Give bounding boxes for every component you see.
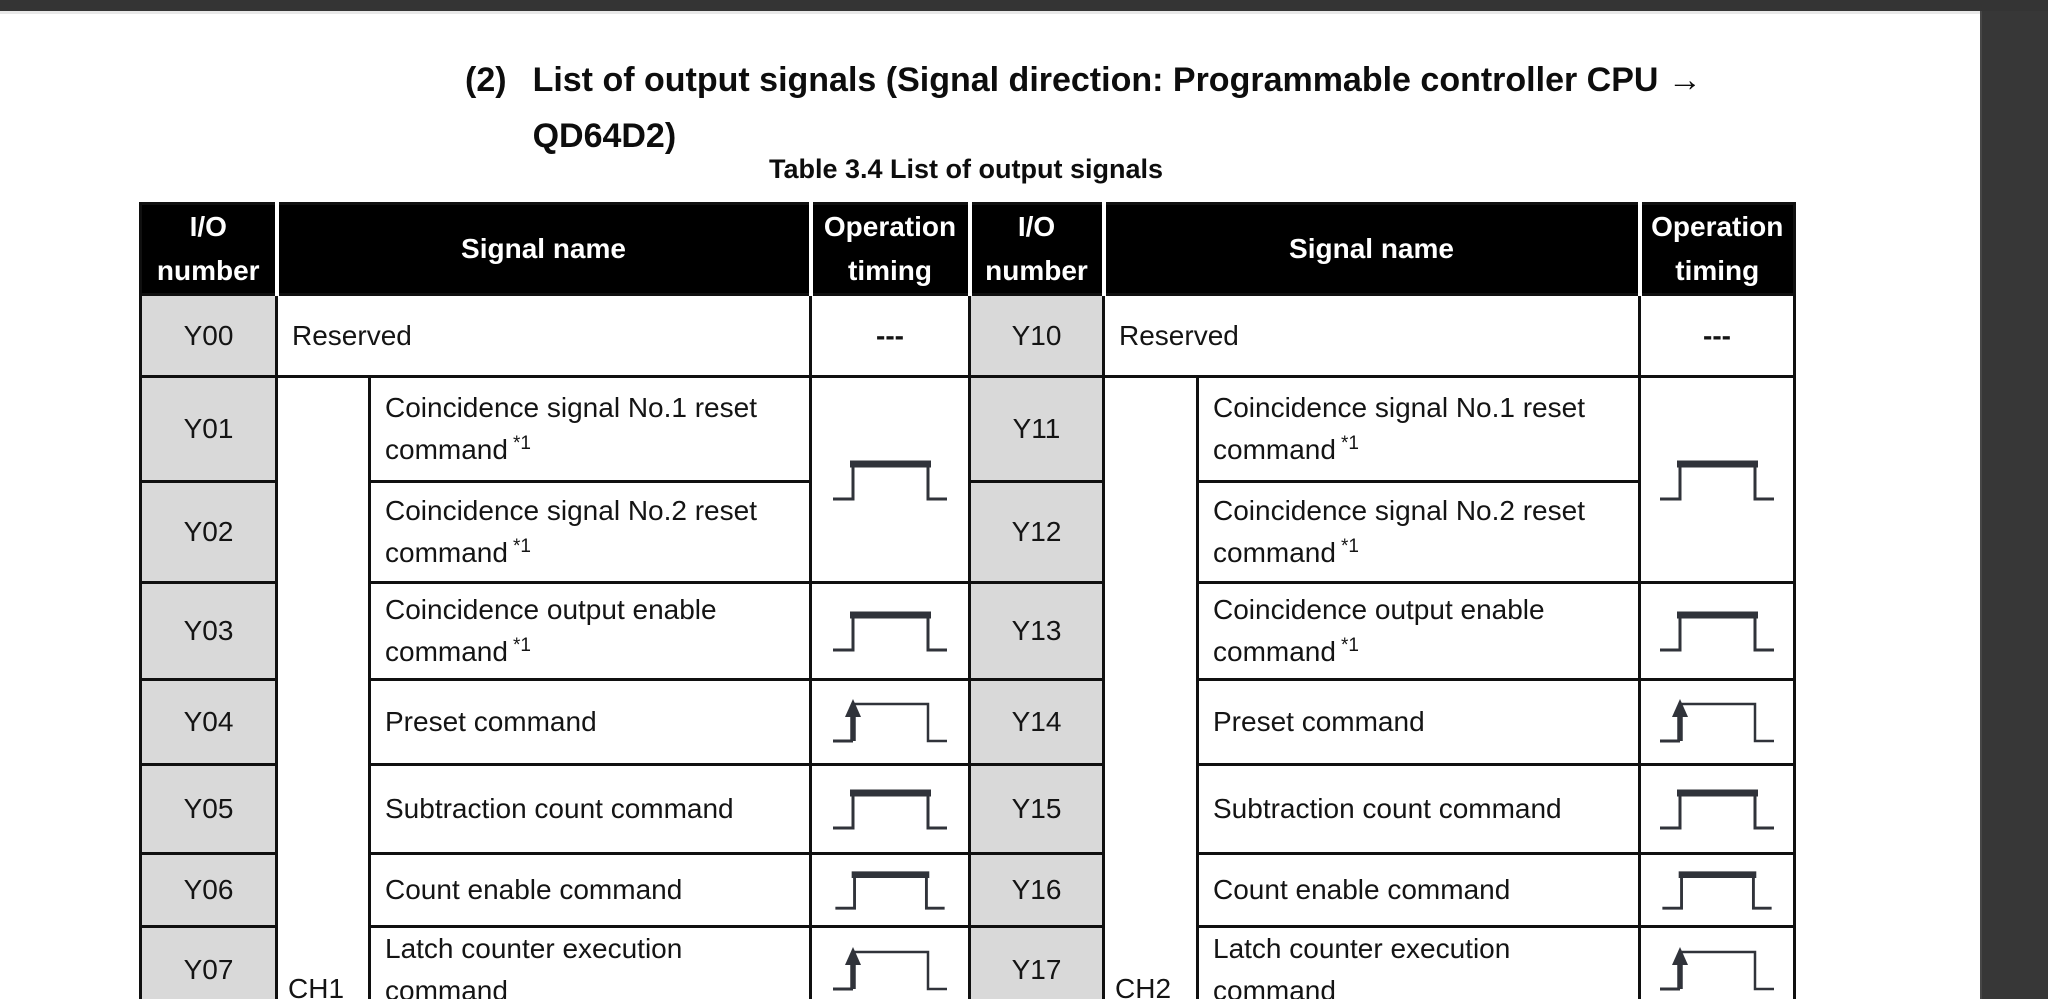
pulse-waveform-icon: [833, 611, 947, 652]
output-signals-table: I/O number Signal name Operation timing …: [139, 202, 1796, 999]
timing-cell: [809, 678, 971, 766]
signal-name-text: Coincidence signal No.2 reset command: [385, 495, 757, 568]
rising-edge-pulse-waveform-icon: [1660, 699, 1774, 743]
io-cell: Y05: [139, 763, 278, 855]
column-header-timing-left: Operation timing: [808, 202, 971, 296]
signal-name-cell: Reserved: [1102, 293, 1641, 378]
pulse-waveform-icon: [1660, 789, 1774, 830]
table-row: Y06 Count enable command Y16 Count enabl…: [139, 852, 1796, 928]
footnote-marker: *1: [512, 634, 531, 656]
timing-cell: [809, 375, 971, 584]
page-top-highlight: [0, 11, 1980, 14]
footnote-marker: *1: [1340, 432, 1359, 454]
timing-cell: [1638, 925, 1796, 999]
timing-cell: [809, 581, 971, 681]
io-cell: Y10: [968, 293, 1105, 378]
timing-cell: [1638, 581, 1796, 681]
section-title-line1: List of output signals (Signal direction…: [532, 61, 1702, 99]
timing-cell: ---: [809, 293, 971, 378]
rising-edge-pulse-waveform-icon: [833, 947, 947, 991]
signal-name-cell: Latch counter execution command: [1196, 925, 1641, 999]
io-cell: Y14: [968, 678, 1105, 766]
pulse-waveform-icon: [1662, 871, 1772, 910]
io-cell: Y15: [968, 763, 1105, 855]
timing-cell: [1638, 678, 1796, 766]
signal-name-cell: Coincidence signal No.2 reset command*1: [1196, 480, 1641, 584]
timing-cell: [1638, 852, 1796, 928]
pulse-waveform-icon: [833, 789, 947, 830]
io-cell: Y17: [968, 925, 1105, 999]
signal-name-text: Coincidence output enable command: [385, 594, 717, 667]
signal-name-cell: Count enable command: [368, 852, 812, 928]
pulse-waveform-icon: [1660, 460, 1774, 500]
footnote-marker: *1: [512, 432, 531, 454]
rising-edge-pulse-waveform-icon: [1660, 947, 1774, 991]
signal-name-text: Coincidence signal No.2 reset command: [1213, 495, 1585, 568]
table-row: Y01 CH1 Coincidence signal No.1 reset co…: [139, 375, 1796, 999]
io-cell: Y01: [139, 375, 278, 483]
signal-name-cell: Subtraction count command: [1196, 763, 1641, 855]
timing-cell: [1638, 763, 1796, 855]
section-title: List of output signals (Signal direction…: [533, 52, 1702, 164]
timing-cell: ---: [1638, 293, 1796, 378]
io-cell: Y00: [139, 293, 278, 378]
signal-name-cell: Latch counter execution command: [368, 925, 812, 999]
channel-cell: CH1: [275, 375, 371, 999]
signal-name-cell: Coincidence signal No.2 reset command*1: [368, 480, 812, 584]
timing-cell: [809, 763, 971, 855]
channel-cell: CH2: [1102, 375, 1199, 999]
section-title-line2: QD64D2): [532, 117, 677, 155]
signal-name-cell: Preset command: [1196, 678, 1641, 766]
table-row: Y07 Latch counter execution command Y17 …: [139, 925, 1796, 999]
table-row: Y05 Subtraction count command Y15 Subtra…: [139, 763, 1796, 855]
io-cell: Y16: [968, 852, 1105, 928]
signal-name-text: Coincidence signal No.1 reset command: [1213, 392, 1585, 465]
footnote-marker: *1: [1340, 634, 1359, 656]
signal-name-text: Coincidence output enable command: [1213, 594, 1545, 667]
pulse-waveform-icon: [833, 460, 947, 500]
column-header-timing-right: Operation timing: [1637, 202, 1796, 296]
io-cell: Y12: [968, 480, 1105, 584]
signal-name-cell: Coincidence signal No.1 reset command*1: [368, 375, 812, 483]
signal-name-text: Coincidence signal No.1 reset command: [385, 392, 757, 465]
io-cell: Y02: [139, 480, 278, 584]
signal-name-cell: Coincidence output enable command*1: [368, 581, 812, 681]
table-row: Y04 Preset command Y14 Preset command: [139, 678, 1796, 766]
signal-name-cell: Preset command: [368, 678, 812, 766]
footnote-marker: *1: [512, 535, 531, 557]
io-cell: Y03: [139, 581, 278, 681]
column-header-io-left: I/O number: [139, 202, 278, 296]
column-header-signal-left: Signal name: [274, 202, 812, 296]
viewer-top-edge: [0, 0, 2048, 11]
column-header-signal-right: Signal name: [1101, 202, 1641, 296]
signal-name-cell: Subtraction count command: [368, 763, 812, 855]
viewer-background-right: [1980, 11, 2048, 999]
column-header-io-right: I/O number: [967, 202, 1105, 296]
signal-name-cell: Coincidence signal No.1 reset command*1: [1196, 375, 1641, 483]
timing-cell: [809, 852, 971, 928]
io-cell: Y11: [968, 375, 1105, 483]
table-row: Y03 Coincidence output enable command*1 …: [139, 581, 1796, 681]
header-row: I/O number Signal name Operation timing …: [139, 202, 1796, 296]
signal-name-cell: Reserved: [275, 293, 812, 378]
timing-cell: [1638, 375, 1796, 584]
io-cell: Y06: [139, 852, 278, 928]
section-heading: (2) List of output signals (Signal direc…: [465, 52, 1702, 164]
table-row: Y02 Coincidence signal No.2 reset comman…: [139, 480, 1795, 584]
pulse-waveform-icon: [835, 871, 945, 910]
io-cell: Y13: [968, 581, 1105, 681]
signal-name-cell: Coincidence output enable command*1: [1196, 581, 1641, 681]
section-number: (2): [465, 61, 507, 99]
rising-edge-pulse-waveform-icon: [833, 699, 947, 743]
timing-cell: [809, 925, 971, 999]
table-caption: Table 3.4 List of output signals: [768, 154, 1164, 184]
io-cell: Y04: [139, 678, 278, 766]
pulse-waveform-icon: [1660, 611, 1774, 652]
table-row: Y00 Reserved --- Y10 Reserved ---: [139, 293, 1796, 378]
signal-name-cell: Count enable command: [1196, 852, 1641, 928]
io-cell: Y07: [139, 925, 278, 999]
footnote-marker: *1: [1340, 535, 1359, 557]
